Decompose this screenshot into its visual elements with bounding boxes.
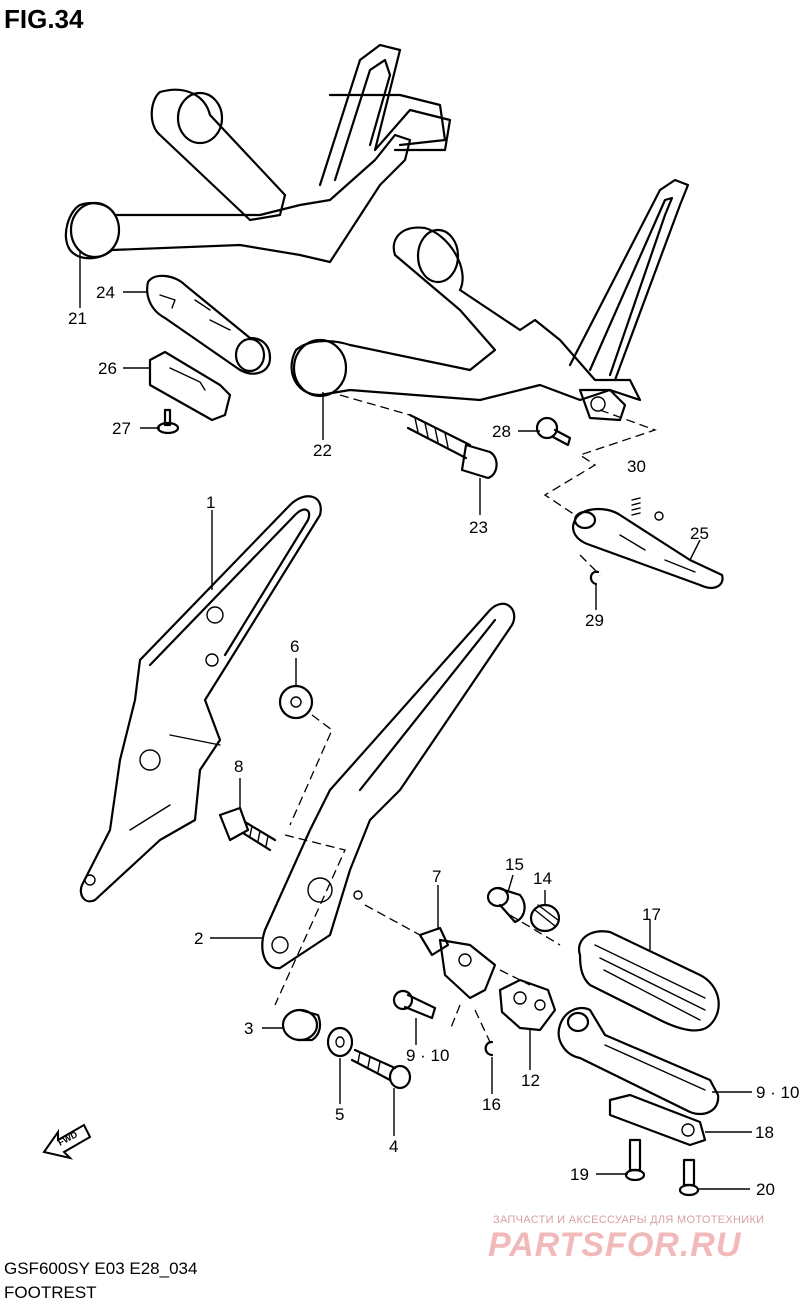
part-14-spacer: [486, 886, 526, 924]
callout-26: 27: [112, 419, 131, 438]
leader-lines: [79, 250, 752, 1190]
part-9-10-footrest: [557, 1007, 720, 1116]
part-5-washer: [326, 1026, 354, 1058]
callout-9-10: 9 · 10: [756, 1083, 799, 1102]
part-8-bolt: [218, 806, 277, 852]
callout-8: 8: [234, 757, 243, 776]
part-6-washer: [278, 684, 314, 720]
part-25-pad: [148, 350, 232, 422]
callout-5: 5: [335, 1105, 344, 1124]
part-24-footrest: [572, 507, 724, 589]
callout-18: 19: [570, 1165, 589, 1184]
part-30-ball: [654, 511, 664, 521]
model-code: GSF600SY E03 E28_034: [4, 1259, 198, 1278]
part-13-spring: [529, 903, 561, 933]
callout-16: 17: [642, 905, 661, 924]
callout-11: 9 · 10: [406, 1046, 449, 1065]
callout-7: 7: [432, 867, 441, 886]
callout-1: 1: [206, 493, 215, 512]
callout-6: 6: [290, 637, 299, 656]
part-1-plate: [79, 495, 322, 903]
part-21-bracket: [290, 178, 690, 422]
callout-25: 26: [98, 359, 117, 378]
part-3-spacer: [281, 1008, 322, 1042]
callout-19: 20: [756, 1180, 775, 1199]
callout-23: 24: [96, 283, 115, 302]
figure-caption: FOOTREST: [4, 1283, 97, 1302]
assembly-guides: [274, 394, 657, 1043]
part-15-clip: [484, 1040, 494, 1057]
part-7-bracket: [418, 926, 497, 1000]
part-26-bolt: [156, 408, 180, 435]
callout-12: 12: [521, 1071, 540, 1090]
part-27-pin: [535, 416, 572, 447]
figure-title: FIG.34: [4, 4, 84, 34]
part-23-footrest: [146, 274, 272, 375]
part-28-clip: [589, 570, 600, 586]
callout-4: 4: [389, 1137, 398, 1156]
watermark-tagline: ЗАПЧАСТИ И АКСЕССУАРЫ ДЛЯ МОТОТЕХНИКИ: [493, 1214, 765, 1226]
part-20-bracket: [64, 43, 452, 264]
callout-22: 23: [469, 518, 488, 537]
callout-20: 21: [68, 309, 87, 328]
part-12-bracket: [498, 978, 557, 1032]
part-2-plate: [261, 602, 516, 970]
part-11-pin: [392, 989, 437, 1020]
callout-21: 22: [313, 441, 332, 460]
part-19-bolt: [678, 1158, 700, 1197]
callout-17: 18: [755, 1123, 774, 1142]
callout-3: 3: [244, 1019, 253, 1038]
part-18-bolt: [624, 1138, 646, 1182]
part-29-spring: [631, 497, 641, 516]
part-17-plate: [608, 1093, 707, 1147]
callout-28: 29: [585, 611, 604, 630]
callout-15: 16: [482, 1095, 501, 1114]
callout-2: 2: [194, 929, 203, 948]
part-4-bolt: [350, 1048, 412, 1090]
fwd-arrow-icon: FWD: [42, 1123, 92, 1160]
callout-24: 25: [690, 524, 709, 543]
watermark-brand: PARTSFOR.RU: [488, 1226, 742, 1264]
callout-13: 14: [533, 869, 552, 888]
callout-27: 28: [492, 422, 511, 441]
callout-numbers: 21 24 26 27 22 23 28 30 25 29 1 6 8 7 15…: [68, 283, 799, 1199]
callout-29: 30: [627, 457, 646, 476]
part-16-rubber: [577, 930, 720, 1032]
callout-14: 15: [505, 855, 524, 874]
part-22-bolt: [406, 413, 498, 480]
